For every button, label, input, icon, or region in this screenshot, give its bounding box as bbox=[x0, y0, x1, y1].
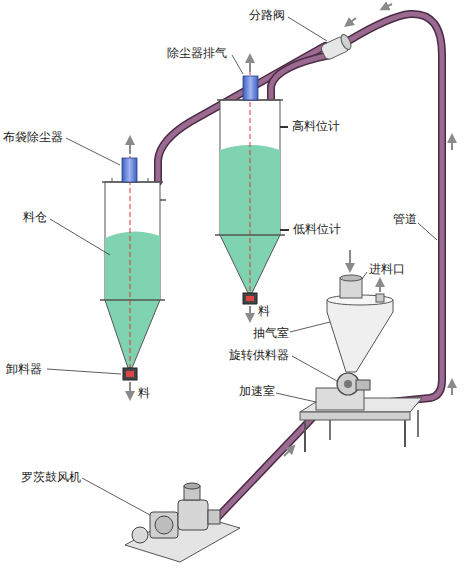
diverter-valve bbox=[320, 33, 353, 61]
leader-line bbox=[292, 356, 337, 381]
leader-line bbox=[47, 17, 437, 515]
material-label: 料 bbox=[137, 386, 151, 400]
right-silo bbox=[243, 293, 257, 304]
leader-line bbox=[232, 55, 243, 74]
feeder-unit bbox=[300, 250, 422, 452]
left-silo bbox=[148, 178, 149, 182]
left-silo bbox=[122, 158, 137, 182]
left-silo bbox=[112, 178, 113, 182]
right-silo bbox=[249, 306, 251, 318]
feeder-unit bbox=[417, 410, 419, 437]
flow-arrow bbox=[451, 138, 453, 150]
pipe bbox=[271, 55, 330, 100]
pipe bbox=[215, 412, 318, 520]
leader-line bbox=[418, 223, 437, 240]
flow-arrow bbox=[348, 18, 356, 24]
leader-line bbox=[276, 393, 316, 402]
part-label: 卸料器 bbox=[5, 362, 43, 376]
part-label: 加速室 bbox=[238, 384, 276, 398]
feeder-unit bbox=[376, 294, 384, 302]
part-label: 抽气室 bbox=[252, 326, 290, 340]
pipe bbox=[271, 55, 330, 100]
roots-blower bbox=[155, 516, 173, 534]
left-silo bbox=[160, 199, 166, 201]
material-label: 料 bbox=[257, 304, 271, 318]
roots-blower bbox=[150, 512, 178, 538]
feeder-unit bbox=[300, 412, 410, 420]
flow-arrow bbox=[284, 4, 452, 456]
part-label: 旋转供料器 bbox=[228, 348, 290, 362]
right-silo bbox=[246, 296, 254, 301]
feeder-unit bbox=[356, 380, 370, 390]
leader-line bbox=[290, 322, 330, 332]
roots-blower bbox=[178, 500, 208, 530]
diverter-valve bbox=[339, 33, 353, 51]
part-label: 料仓 bbox=[22, 210, 48, 224]
left-silo bbox=[100, 299, 165, 301]
right-silo bbox=[249, 58, 251, 72]
right-silo bbox=[215, 58, 289, 318]
right-silo bbox=[280, 126, 288, 128]
left-silo bbox=[126, 371, 134, 377]
part-label: 罗茨鼓风机 bbox=[20, 470, 82, 484]
part-label: 布袋除尘器 bbox=[2, 130, 64, 144]
flow-arrow bbox=[284, 448, 292, 456]
leader-line bbox=[82, 478, 150, 515]
leader-line bbox=[47, 369, 121, 374]
left-silo bbox=[129, 140, 131, 154]
pipe bbox=[215, 412, 318, 520]
part-label: 除尘器排气 bbox=[166, 46, 228, 60]
roots-blower bbox=[132, 527, 148, 543]
pipe bbox=[158, 14, 442, 520]
roots-blower bbox=[125, 483, 240, 562]
feeder-unit bbox=[304, 420, 306, 452]
feeder-unit bbox=[404, 420, 406, 447]
leader-line bbox=[50, 219, 110, 255]
left-silo bbox=[100, 140, 166, 396]
flow-arrow bbox=[451, 383, 453, 395]
leader-line bbox=[66, 138, 120, 165]
roots-blower bbox=[208, 510, 220, 524]
part-label: 进料口 bbox=[368, 262, 406, 276]
feeder-unit bbox=[379, 282, 381, 292]
left-silo bbox=[123, 368, 137, 380]
left-silo bbox=[105, 300, 160, 368]
leader-line bbox=[288, 17, 327, 41]
right-silo bbox=[280, 229, 289, 231]
right-silo bbox=[243, 76, 258, 100]
feeder-unit bbox=[349, 250, 351, 268]
flow-arrow bbox=[384, 4, 392, 8]
leader-line bbox=[362, 272, 367, 279]
part-label: 低料位计 bbox=[292, 222, 342, 236]
feeder-unit bbox=[344, 380, 352, 388]
feeder-unit bbox=[340, 275, 362, 281]
part-label: 分路阀 bbox=[248, 8, 286, 22]
part-label: 管道 bbox=[392, 212, 418, 226]
left-silo bbox=[129, 382, 131, 396]
roots-blower bbox=[184, 483, 200, 489]
part-label: 高料位计 bbox=[291, 119, 341, 133]
feeder-unit bbox=[327, 300, 393, 372]
